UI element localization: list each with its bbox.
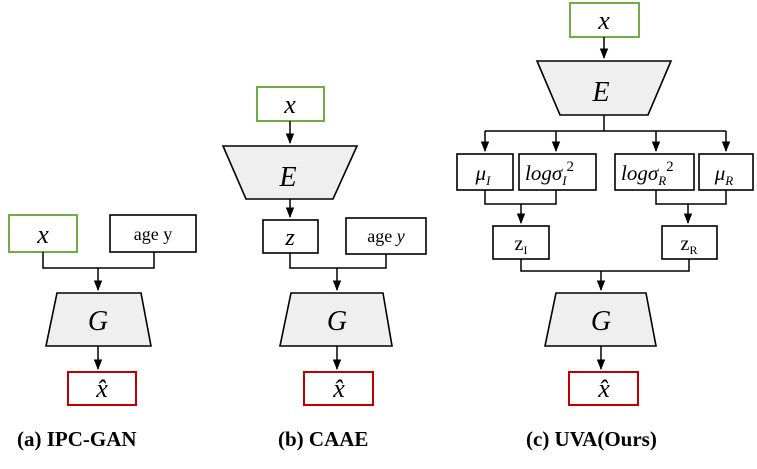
panel-b-encoder-label: E [278, 162, 296, 193]
panel-c-z-r: zR [681, 233, 698, 257]
panel-c-encoder-label: E [591, 77, 609, 108]
panel-a-caption: (a) IPC-GAN [17, 427, 137, 451]
panel-b-merge-line [289, 253, 387, 269]
panel-b-generator-trapezoid [279, 292, 393, 347]
panel-b-output-xhat: x̂ [332, 374, 345, 403]
panel-c-output-xhat: x̂ [597, 374, 610, 403]
panel-c-mu-i: μI [475, 161, 492, 188]
panel-c-mu-r: μR [714, 161, 734, 188]
panel-a-ipc-gan: x age y G x̂ (a) IPC-GAN [8, 214, 197, 451]
panel-c-merge-line-r [655, 190, 727, 205]
panel-c-input-x: x [597, 6, 610, 35]
panel-c-logsigma-r: logσR2 [621, 159, 674, 188]
panel-b-z-label: z [284, 225, 295, 251]
panel-c-mu-i-box [456, 153, 514, 191]
panel-a-generator-label: G [88, 306, 108, 337]
panel-c-output-box [568, 371, 639, 406]
panel-c-generator-trapezoid [544, 292, 657, 347]
panel-b-caae: x E z age y G x̂ (b) CAAE [221, 86, 427, 451]
panel-b-caption: (b) CAAE [278, 427, 368, 451]
panel-a-generator-trapezoid [45, 292, 152, 347]
panel-b-encoder-trapezoid [221, 145, 359, 200]
panel-b-generator-label: G [327, 306, 347, 337]
panel-b-z-box [262, 219, 319, 254]
panel-c-uva: x E μI logσI2 logσR2 μR zI zR [456, 2, 754, 451]
panel-b-age-box [345, 217, 427, 255]
panel-a-input-x: x [36, 220, 49, 249]
panel-c-merge-line-i [484, 190, 557, 205]
panel-c-z-i: zI [515, 233, 528, 257]
panel-c-logsigma-i-box [518, 153, 597, 191]
panel-b-input-x: x [283, 90, 296, 119]
panel-b-age-label: age y [367, 226, 404, 246]
panel-c-logsigma-i: logσI2 [525, 159, 574, 188]
panel-c-merge-line-z [520, 259, 690, 272]
panel-c-mu-r-box [698, 153, 754, 191]
panel-b-output-box [303, 371, 374, 406]
panel-a-age-label: age y [134, 224, 172, 244]
panel-a-merge-line [42, 252, 155, 269]
panel-c-encoder-trapezoid [535, 60, 673, 116]
panel-c-input-x-box [569, 2, 640, 38]
panel-c-generator-label: G [591, 306, 611, 337]
panel-a-age-box [109, 214, 197, 253]
panel-c-caption: (c) UVA(Ours) [526, 427, 657, 451]
panel-a-output-box [67, 371, 137, 406]
panel-c-logsigma-r-box [614, 153, 695, 191]
panel-c-z-i-box [492, 225, 550, 260]
panel-a-output-xhat: x̂ [95, 374, 108, 403]
